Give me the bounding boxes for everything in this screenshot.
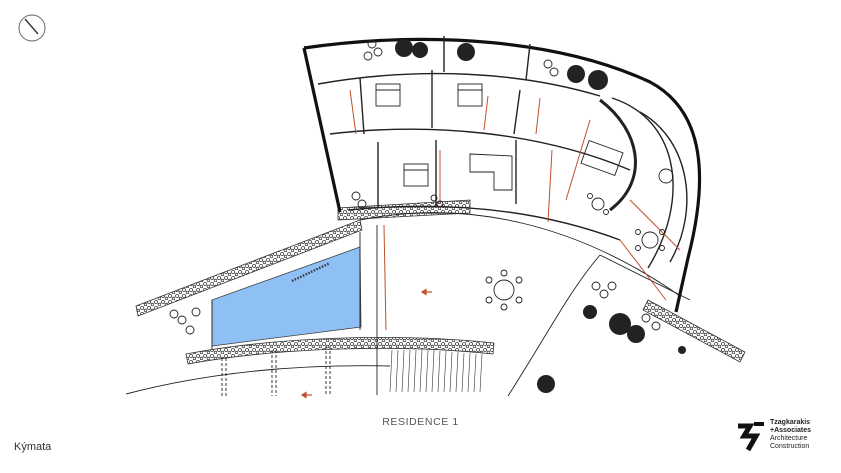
dining-table [580,139,624,177]
north-arrow-icon [18,14,46,42]
stone-wall-east [642,299,746,363]
accent-lines [349,89,681,331]
logo-firm-line2: +Associates [770,427,812,434]
bed [403,163,429,187]
shrub-icon [169,39,661,335]
project-name: Kýmata [14,441,52,453]
house-outer-wall [302,37,702,313]
pool-steps [291,261,331,283]
site-lines [125,212,691,397]
terrace-steps [389,349,483,393]
pool [211,246,362,347]
round-table [658,168,674,184]
house-interior-walls [317,36,688,269]
outdoor-table [587,193,609,215]
logo-firm-line1: Tzagkarakis [770,419,811,426]
logo-service-line2: Construction [770,443,810,450]
sofa [469,153,513,191]
bed [457,83,483,107]
tree-icon [395,39,686,393]
stone-wall-lower [185,337,495,365]
outdoor-table [485,269,523,311]
direction-arrow-icon [300,391,312,399]
bed [375,83,401,107]
logo-text: Tzagkarakis +Associates Architecture Con… [770,419,811,451]
firm-logo: Tzagkarakis +Associates Architecture Con… [736,418,836,458]
stone-wall-upper [135,219,363,317]
logo-service-line1: Architecture [770,435,808,442]
outdoor-table [635,229,665,251]
plan-caption: RESIDENCE 1 [382,416,459,428]
logo-mark-icon [738,422,764,452]
direction-arrow-icon [420,288,432,296]
